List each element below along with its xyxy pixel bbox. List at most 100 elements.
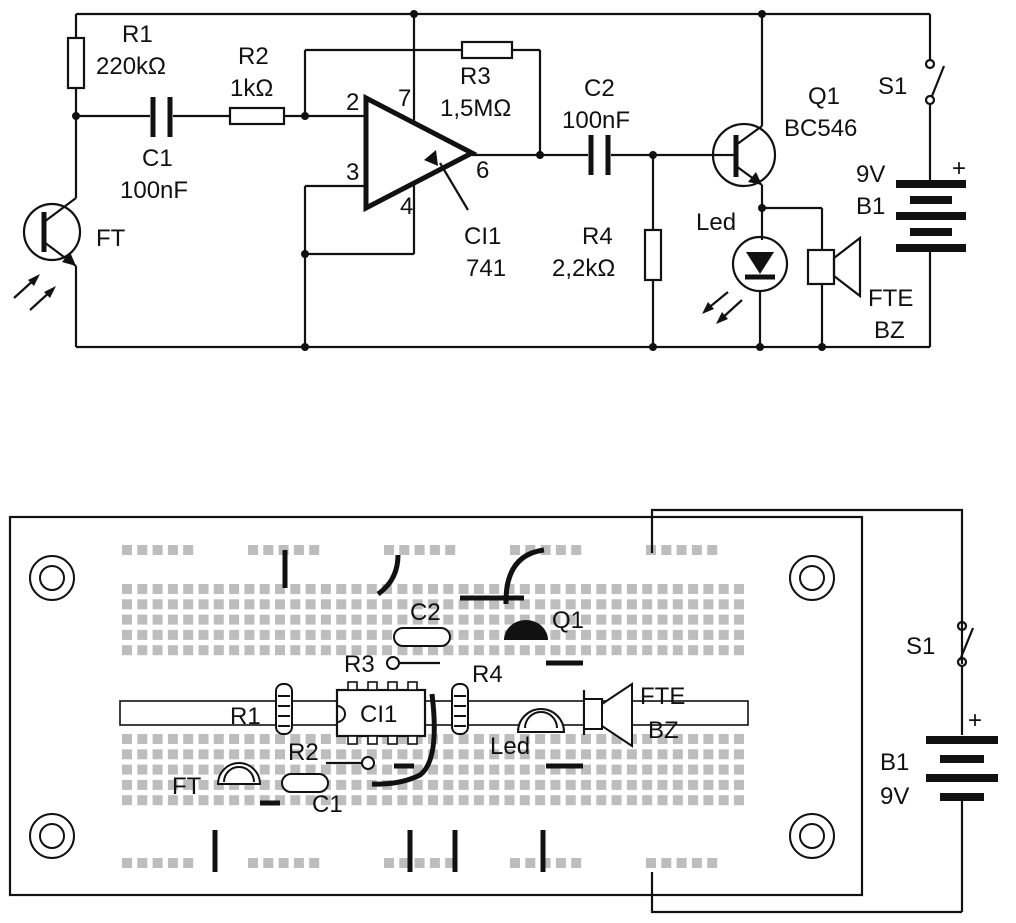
breadboard-hole [382,614,393,625]
breadboard-hole [703,734,714,744]
breadboard-hole [581,645,591,656]
breadboard-hole [137,614,148,625]
breadboard-hole [275,764,285,775]
breadboard-hole [550,599,561,610]
breadboard-hole [571,858,582,868]
breadboard-hole [336,614,347,625]
breadboard-hole [137,764,148,775]
breadboard-hole [305,795,316,806]
breadboard-hole [152,545,163,555]
breadboard-hole [703,795,714,806]
breadboard-hole [718,764,729,775]
breadboard-hole [259,584,270,594]
breadboard-hole [718,645,729,656]
breadboard-hole [397,749,408,760]
r1-name-label: R1 [122,21,153,48]
breadboard-hole [198,779,209,790]
breadboard-hole [565,795,576,806]
r3-resistor [460,40,514,60]
breadboard-hole [581,764,591,775]
ft-phototransistor [216,762,262,785]
breadboard-hole [443,764,454,775]
breadboard-hole [672,629,683,640]
breadboard-hole [320,614,331,625]
breadboard-hole [305,584,316,594]
breadboard-hole [596,779,607,790]
breadboard-hole [167,545,178,555]
breadboard-hole [320,764,331,775]
breadboard-hole [336,764,347,775]
pin-4-label: 4 [400,193,413,220]
breadboard-hole [428,764,438,775]
pin-2-label: 2 [346,89,359,116]
bb-r4-label: R4 [472,661,503,688]
breadboard-hole [122,734,132,744]
breadboard-hole [152,764,163,775]
breadboard-hole [351,795,362,806]
breadboard-hole [550,584,561,594]
breadboard-hole [259,749,270,760]
breadboard-hole [183,599,194,610]
b1-plus-label: + [952,155,966,182]
breadboard-hole [198,764,209,775]
breadboard-hole [489,764,500,775]
pin-6-label: 6 [476,157,489,184]
r4-resistor [643,228,663,282]
ci1-ic-chip [335,681,427,745]
breadboard-hole [596,749,607,760]
breadboard-hole [661,545,672,555]
breadboard-hole [309,545,320,555]
breadboard-hole [611,779,622,790]
breadboard-hole [642,764,653,775]
breadboard-hole [596,584,607,594]
breadboard-hole [458,795,469,806]
breadboard-hole [535,764,546,775]
c2-capacitor [393,627,451,647]
breadboard-hole [198,795,209,806]
breadboard-hole [263,858,274,868]
breadboard-hole [519,764,530,775]
breadboard-hole [688,795,699,806]
r3-name-label: R3 [460,63,491,90]
curved-wire [376,554,401,597]
breadboard-hole [414,858,425,868]
breadboard-hole [611,645,622,656]
bb-s1-label: S1 [906,633,935,660]
breadboard-hole [555,545,566,555]
breadboard-hole [336,779,347,790]
breadboard-hole [458,629,469,640]
breadboard-hole [429,858,440,868]
breadboard-hole [510,545,520,555]
s1-switch [930,65,946,97]
breadboard-hole [259,734,270,744]
breadboard-hole [397,779,408,790]
breadboard-hole [489,645,500,656]
breadboard-hole [734,599,744,610]
breadboard-hole [504,779,515,790]
breadboard-hole [213,599,224,610]
breadboard-hole [565,614,576,625]
breadboard-hole [626,749,637,760]
breadboard-hole [183,795,194,806]
breadboard-hole [122,545,132,555]
breadboard-hole [198,614,209,625]
breadboard-hole [213,734,224,744]
breadboard-hole [167,858,178,868]
breadboard-hole [397,734,408,744]
breadboard-hole [305,764,316,775]
breadboard-hole [305,645,316,656]
fte-buzzer [582,682,633,748]
breadboard-hole [122,749,132,760]
breadboard-hole [183,614,194,625]
c1-value-label: 100nF [120,177,188,204]
breadboard-hole [183,764,194,775]
breadboard-hole [293,545,304,555]
breadboard-hole [550,764,561,775]
breadboard-hole [278,858,289,868]
breadboard-hole [382,764,393,775]
breadboard-hole [510,858,520,868]
breadboard-hole [581,614,591,625]
breadboard-hole [458,645,469,656]
breadboard-hole [581,629,591,640]
breadboard-hole [399,858,410,868]
